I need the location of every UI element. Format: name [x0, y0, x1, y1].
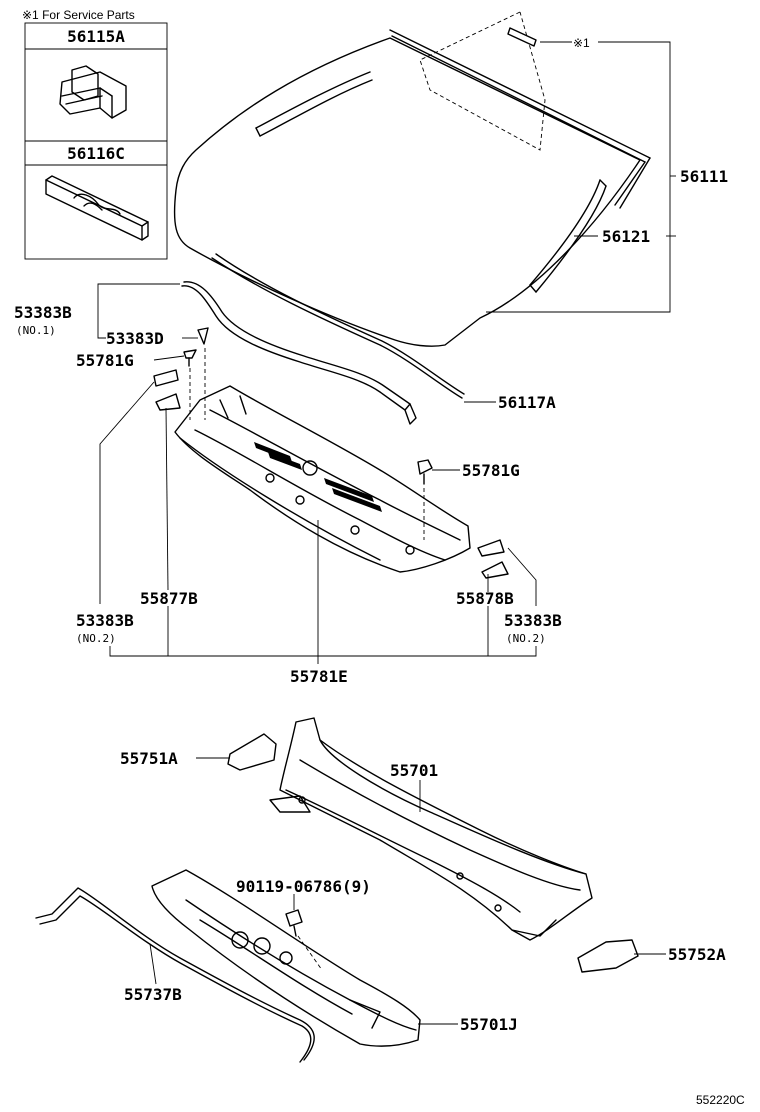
service-marker: ※1 — [573, 36, 590, 50]
weatherstrip-56117A — [211, 253, 465, 399]
label-55752A: 55752A — [668, 945, 726, 964]
clip-55781G-left — [183, 349, 197, 367]
label-53383B-no1-sub: (NO.1) — [16, 324, 56, 337]
label-55781G-right: 55781G — [462, 461, 520, 480]
service-part-56116C-label: 56116C — [67, 144, 125, 163]
bracket-55751A — [227, 733, 277, 771]
label-55751A: 55751A — [120, 749, 178, 768]
cowl-panel-55701J — [151, 869, 421, 1047]
clip-53383D — [197, 327, 209, 345]
service-part-56115A-label: 56115A — [67, 27, 125, 46]
label-53383B-no2-right: 53383B — [504, 611, 562, 630]
label-53383B-no2-left: 53383B — [76, 611, 134, 630]
label-55701J: 55701J — [460, 1015, 518, 1034]
label-53383B-no2-left-sub: (NO.2) — [76, 632, 116, 645]
moulding-56121 — [529, 179, 607, 293]
seal-53383B-no2-right — [477, 539, 505, 557]
part-labels: ※1 56111 56121 53383B (NO.1) 53383D 5578… — [14, 36, 745, 1107]
label-56117A: 56117A — [498, 393, 556, 412]
cowl-top-panel-55781E — [174, 385, 471, 573]
label-53383B-no1: 53383B — [14, 303, 72, 322]
label-53383D: 53383D — [106, 329, 164, 348]
label-55877B: 55877B — [140, 589, 198, 608]
label-55701: 55701 — [390, 761, 438, 780]
label-56111: 56111 — [680, 167, 728, 186]
leader-lines — [97, 41, 676, 1025]
service-parts-box: ※1 For Service Parts 56115A 56116C — [22, 8, 168, 260]
cowl-vent-slots — [254, 442, 382, 512]
label-55781E: 55781E — [290, 667, 348, 686]
bolt-90119-06786 — [285, 909, 303, 937]
bracket-55877B — [155, 393, 181, 411]
label-55781G-left: 55781G — [76, 351, 134, 370]
label-53383B-no2-right-sub: (NO.2) — [506, 632, 546, 645]
label-56121: 56121 — [602, 227, 650, 246]
figure-reference: 552220C — [696, 1093, 745, 1107]
service-clip-part — [507, 27, 537, 47]
plate-56116C-illustration — [45, 175, 149, 241]
clip-55781G-right — [417, 459, 433, 485]
clip-56115A-illustration — [59, 65, 127, 119]
label-55878B: 55878B — [456, 589, 514, 608]
service-parts-note: ※1 For Service Parts — [22, 8, 135, 22]
cowl-panel-55701 — [269, 717, 593, 941]
hose-55737B — [35, 887, 315, 1063]
windshield-glass-56111 — [173, 11, 651, 347]
seal-53383B-no2-left — [153, 369, 179, 387]
hood-seal-53383B — [181, 281, 417, 425]
bracket-55878B — [481, 561, 509, 579]
label-55737B: 55737B — [124, 985, 182, 1004]
windshield-outline — [173, 37, 641, 347]
label-90119-06786: 90119-06786(9) — [236, 877, 371, 896]
bracket-55752A — [577, 939, 639, 973]
